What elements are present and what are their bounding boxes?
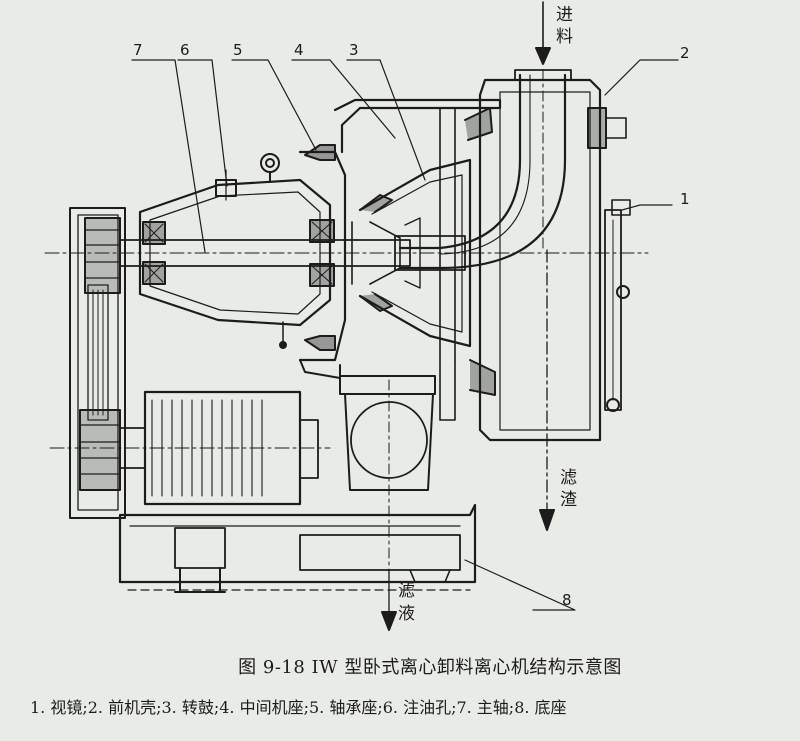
- filtrate-label-bottom: 液: [398, 604, 415, 624]
- motor: [119, 390, 331, 506]
- figure-caption: 图 9-18 IW 型卧式离心卸料离心机结构示意图: [238, 657, 622, 678]
- belt-guard: [49, 207, 146, 519]
- part-label-6: 6: [180, 41, 190, 59]
- feed-arrow: [535, 1, 551, 65]
- part-label-5: 5: [233, 41, 243, 59]
- bearing-housing: [138, 153, 335, 349]
- rotating-basket: [351, 158, 472, 348]
- filtrate-label-top: 滤: [398, 581, 415, 601]
- main-shaft: [119, 235, 466, 271]
- centrifuge-diagram: 1 2 3 4 5 6 7 8 进 料 滤 渣 滤 液: [44, 1, 690, 631]
- part-label-3: 3: [349, 41, 359, 59]
- part-label-4: 4: [294, 41, 304, 59]
- feed-label-bottom: 料: [556, 27, 573, 47]
- leader-lines: [131, 59, 679, 611]
- filtrate-arrow: [381, 569, 397, 631]
- feed-label-top: 进: [556, 5, 573, 25]
- part-label-1: 1: [680, 190, 690, 208]
- part-label-2: 2: [680, 44, 690, 62]
- figure-legend: 1. 视镜;2. 前机壳;3. 转鼓;4. 中间机座;5. 轴承座;6. 注油孔…: [30, 698, 567, 717]
- feed-pipe: [398, 69, 572, 270]
- front-casing: [464, 78, 631, 442]
- cake-label-top: 滤: [560, 468, 577, 488]
- base: [118, 503, 477, 593]
- cake-arrow: [539, 249, 555, 531]
- cake-label-bottom: 渣: [560, 490, 577, 510]
- support-column: [339, 375, 436, 576]
- part-label-8: 8: [562, 591, 572, 609]
- part-label-7: 7: [133, 41, 143, 59]
